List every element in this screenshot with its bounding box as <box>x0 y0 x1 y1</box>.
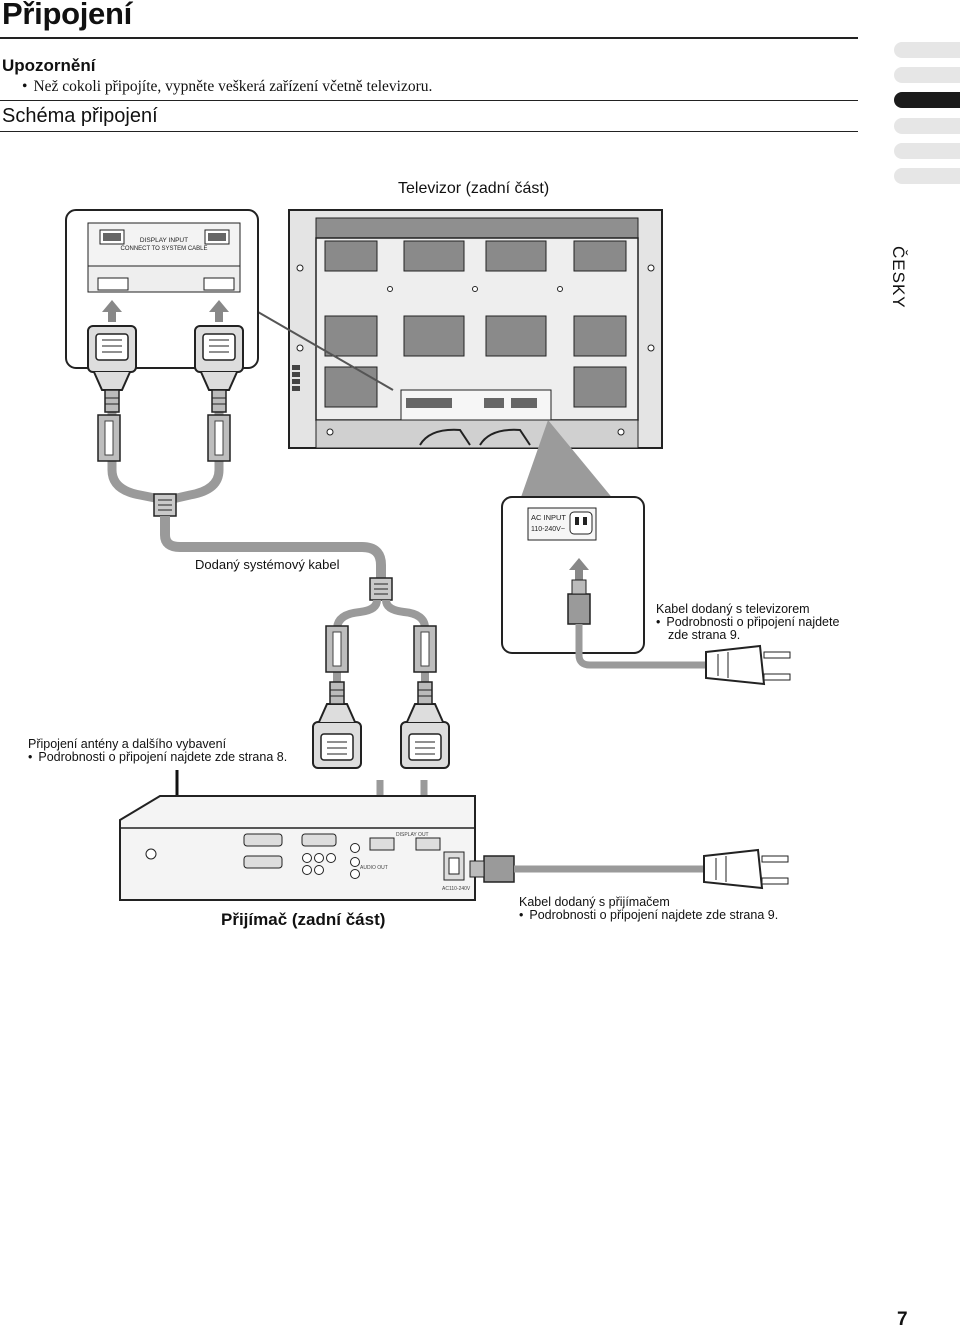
ac-input-callout: AC INPUT 110-240V~ <box>501 496 645 654</box>
antenna-title: Připojení antény a dalšího vybavení <box>28 737 227 751</box>
warning-item: Než cokoli připojíte, vypněte veškerá za… <box>22 78 432 96</box>
receiver-label: Přijímač (zadní část) <box>221 910 386 929</box>
page-title: Připojení <box>2 0 132 31</box>
tv-power-cable <box>567 579 791 686</box>
connect-system-cable-text: CONNECT TO SYSTEM CABLE <box>120 246 207 252</box>
tv-cable-bullet-1: Podrobnosti o připojení najdete <box>656 616 839 629</box>
receiver-power-cable <box>469 848 789 890</box>
receiver-rear-panel: DISPLAY OUT AUDIO OUT AC110-240V <box>119 795 476 901</box>
ac-voltage-text: 110-240V~ <box>531 526 565 533</box>
receiver-cable-bullet: Podrobnosti o připojení najdete zde stra… <box>519 909 778 922</box>
heading-rule <box>0 131 858 132</box>
tv-rear-panel <box>288 209 663 449</box>
display-input-text: DISPLAY INPUT <box>140 237 188 244</box>
receiver-cable-note: Kabel dodaný s přijímačem Podrobnosti o … <box>519 896 778 922</box>
diagram-heading: Schéma připojení <box>2 105 158 127</box>
title-rule <box>0 37 858 39</box>
language-tab[interactable] <box>894 67 960 83</box>
system-cable <box>87 325 450 769</box>
language-tab[interactable] <box>894 143 960 159</box>
antenna-bullet: Podrobnosti o připojení najdete zde stra… <box>28 751 287 764</box>
language-tab[interactable] <box>894 118 960 134</box>
display-out-text: DISPLAY OUT <box>396 832 429 838</box>
language-tab-active[interactable] <box>894 92 960 108</box>
system-cable-label: Dodaný systémový kabel <box>195 557 340 572</box>
receiver-cable-title: Kabel dodaný s přijímačem <box>519 895 670 909</box>
tv-cable-title: Kabel dodaný s televizorem <box>656 602 810 616</box>
tv-cable-note: Kabel dodaný s televizorem Podrobnosti o… <box>656 603 839 642</box>
audio-out-text: AUDIO OUT <box>360 865 388 871</box>
ac-input-text: AC INPUT <box>531 513 566 522</box>
antenna-note: Připojení antény a dalšího vybavení Podr… <box>28 738 287 764</box>
tv-cable-bullet-2: zde strana 9. <box>668 628 741 642</box>
language-tab[interactable] <box>894 168 960 184</box>
warning-heading: Upozornění <box>2 56 96 75</box>
language-tab[interactable] <box>894 42 960 58</box>
page-number: 7 <box>897 1309 908 1330</box>
tv-label: Televizor (zadní část) <box>398 180 550 197</box>
ac-in-text: AC110-240V <box>442 886 471 892</box>
section-rule <box>0 100 858 101</box>
